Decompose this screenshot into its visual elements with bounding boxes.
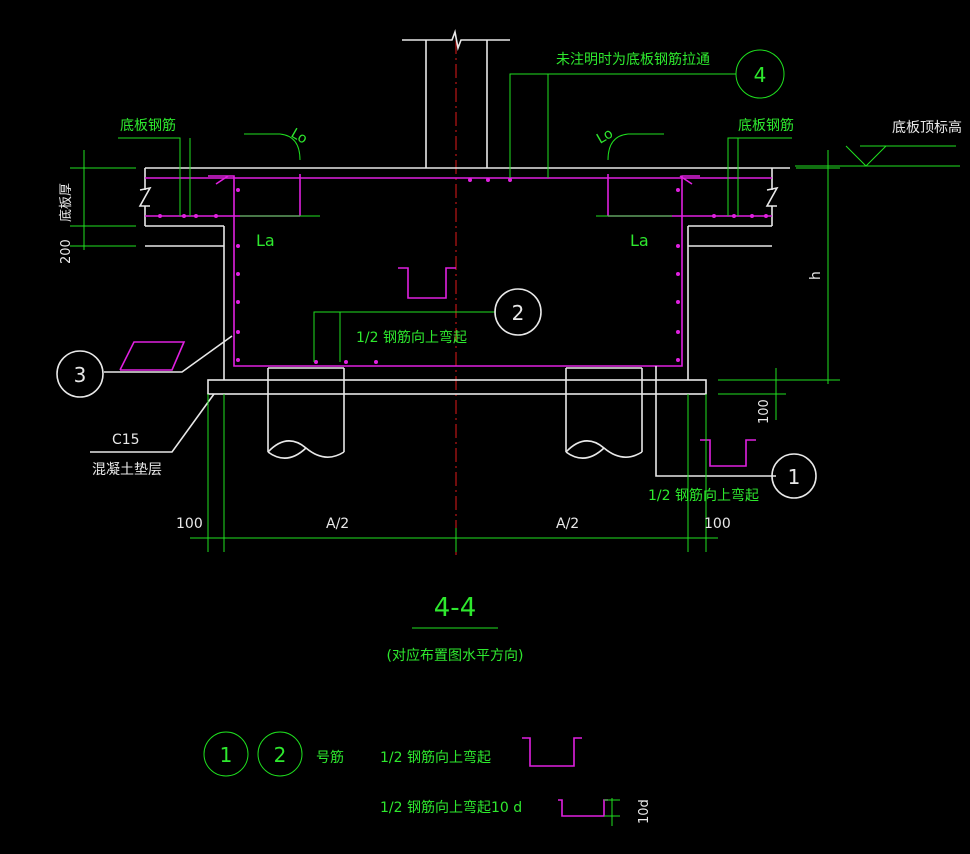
svg-text:3: 3	[74, 363, 87, 387]
dim-200-label: 200	[59, 239, 74, 264]
legend-10d-label: 10d	[637, 799, 652, 824]
dim-100-vertical: 100	[757, 399, 772, 424]
top-elevation-label: 底板顶标高	[892, 119, 962, 136]
la-left-label: La	[256, 231, 275, 250]
callout-3: 3	[56, 350, 104, 398]
cushion-label: 混凝土垫层	[92, 462, 162, 478]
left-rebar-label: 底板钢筋	[120, 117, 176, 134]
dimension-lines	[70, 73, 960, 629]
legend-line-2: 1/2 钢筋向上弯起10 d	[380, 799, 522, 816]
legend-bend-10d-shape	[558, 799, 608, 817]
rebar	[119, 174, 772, 467]
column	[402, 29, 510, 168]
slab-outline	[138, 167, 790, 380]
legend-suffix: 号筋	[316, 749, 344, 766]
bend-2-label: 1/2 钢筋向上弯起	[356, 329, 467, 346]
callout-4: 4	[735, 49, 785, 99]
dim-100-left: 100	[176, 516, 203, 532]
legend: 1 2 号筋 1/2 钢筋向上弯起 1/2 钢筋向上弯起10 d 10d	[203, 731, 652, 826]
callout-2: 2	[494, 288, 542, 336]
note-top: 未注明时为底板钢筋拉通	[556, 51, 710, 68]
lo-right-label: Lo	[594, 126, 616, 148]
legend-callout-1: 1	[220, 743, 233, 767]
legend-line-1: 1/2 钢筋向上弯起	[380, 749, 491, 766]
h-label: h	[808, 271, 824, 280]
section-title: 4-4	[434, 593, 476, 623]
slab-thickness-label: 底板厚	[58, 183, 74, 222]
callout-1: 1	[771, 453, 817, 499]
svg-text:1: 1	[788, 465, 801, 489]
legend-bend-shape	[522, 737, 582, 767]
dim-a2-left: A/2	[326, 516, 349, 532]
dim-a2-right: A/2	[556, 516, 579, 532]
c15-label: C15	[112, 432, 140, 448]
rebar-dots	[158, 178, 768, 364]
svg-text:2: 2	[512, 301, 525, 325]
legend-callout-2: 2	[274, 743, 287, 767]
la-right-label: La	[630, 231, 649, 250]
pile-right	[565, 367, 643, 459]
right-rebar-label: 底板钢筋	[738, 117, 794, 134]
svg-text:4: 4	[754, 63, 767, 87]
bend-1-label: 1/2 钢筋向上弯起	[648, 487, 759, 504]
pile-left	[267, 367, 345, 459]
cushion-layer	[207, 379, 707, 395]
section-subtitle: (对应布置图水平方向)	[387, 647, 524, 664]
lo-left-label: Lo	[288, 126, 310, 148]
dim-100-right: 100	[704, 516, 731, 532]
